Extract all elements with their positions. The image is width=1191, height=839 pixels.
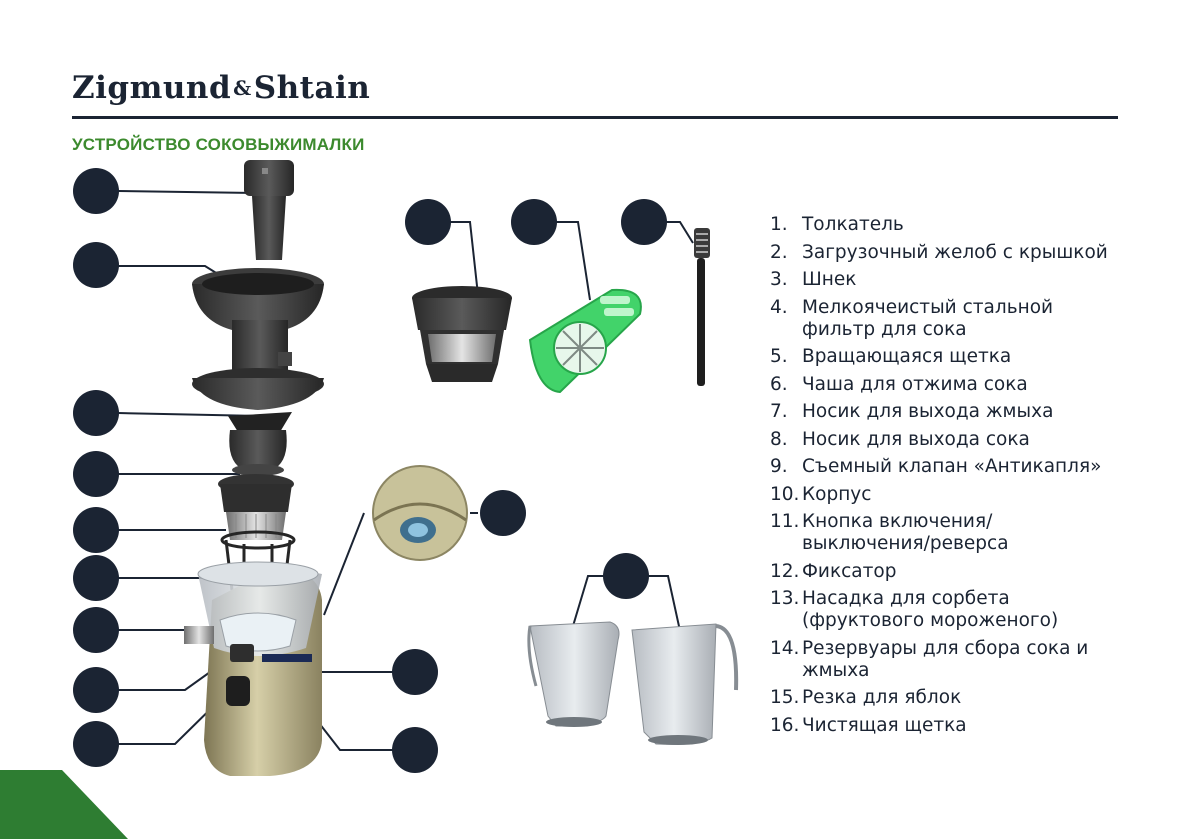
legend-item-text: Съемный клапан «Антикапля» xyxy=(802,456,1102,477)
legend-item-text: Резка для яблок xyxy=(802,687,962,708)
legend-item-number: 4. xyxy=(770,296,788,318)
legend-item-text: Корпус xyxy=(802,483,872,505)
legend-item-number: 1. xyxy=(770,214,788,235)
legend-item: 6. Чаша для отжима сока xyxy=(770,374,1108,396)
apple-cutter-image xyxy=(528,288,642,394)
legend-item: 3. Шнек xyxy=(770,269,1108,291)
legend-item: 11.Кнопка включения/ выключения/реверса xyxy=(770,511,1108,555)
legend-item-text: Шнек xyxy=(802,269,857,290)
brand-name-left: Zigmund xyxy=(72,70,232,106)
parts-legend: 1. Толкатель 2. Загрузочный желоб с крышко… xyxy=(770,214,1108,742)
legend-item-number: 8. xyxy=(770,428,788,450)
legend-item-text: Кнопка включения/ выключения/реверса xyxy=(802,511,1009,554)
legend-item-text: Мелкоячеистый стальной фильтр для сока xyxy=(802,296,1054,340)
feeding-chute-part xyxy=(192,268,324,410)
legend-item-number: 2. xyxy=(770,241,788,263)
legend-item-number: 7. xyxy=(770,401,788,422)
section-title: УСТРОЙСТВО СОКОВЫЖИМАЛКИ xyxy=(72,135,365,154)
legend-item: 15.Резка для яблок xyxy=(770,687,1108,709)
legend-item-number: 5. xyxy=(770,346,788,367)
pusher-part xyxy=(244,160,294,260)
legend-item-number: 6. xyxy=(770,373,788,395)
anti-drip-detail xyxy=(372,465,468,561)
legend-item: 12.Фиксатор xyxy=(770,561,1108,583)
legend-item-number: 10. xyxy=(770,483,800,505)
legend-item-text: Носик для выхода жмыха xyxy=(802,401,1054,422)
legend-item: 4. Мелкоячеистый стальной фильтр для сока xyxy=(770,297,1108,341)
legend-item-number: 13. xyxy=(770,588,800,609)
legend-item-number: 15. xyxy=(770,687,800,708)
cleaning-brush-image xyxy=(694,228,710,386)
legend-item-text: Толкатель xyxy=(802,214,904,235)
legend-item-text: Фиксатор xyxy=(802,560,897,582)
legend-item: 14.Резервуары для сбора сока и жмыха xyxy=(770,638,1108,682)
legend-item: 9. Съемный клапан «Антикапля» xyxy=(770,456,1108,478)
legend-item: 16.Чистящая щетка xyxy=(770,715,1108,737)
legend-item-number: 9. xyxy=(770,456,788,477)
legend-item-number: 14. xyxy=(770,637,800,659)
pulp-container-right xyxy=(631,623,739,745)
brand-logo: Zigmund&Shtain xyxy=(72,70,370,106)
header-divider xyxy=(72,116,1118,119)
legend-item: 8. Носик для выхода сока xyxy=(770,429,1108,451)
auger-part xyxy=(228,412,292,476)
legend-item-text: Загрузочный желоб с крышкой xyxy=(802,241,1108,263)
legend-item-text: Чаша для отжима сока xyxy=(802,373,1028,395)
legend-item: 13.Насадка для сорбета (фруктового морож… xyxy=(770,588,1108,632)
callout-circles xyxy=(73,168,667,773)
legend-item-text: Резервуары для сбора сока и жмыха xyxy=(802,637,1089,681)
juicer-body-part xyxy=(184,561,322,776)
filter-large-image xyxy=(412,286,512,382)
legend-item: 7. Носик для выхода жмыха xyxy=(770,401,1108,423)
legend-item: 2. Загрузочный желоб с крышкой xyxy=(770,242,1108,264)
legend-item-text: Насадка для сорбета (фруктового морожено… xyxy=(802,588,1059,631)
legend-item: 10.Корпус xyxy=(770,484,1108,506)
brand-ampersand: & xyxy=(233,76,252,100)
legend-item-number: 11. xyxy=(770,511,800,532)
legend-item-text: Чистящая щетка xyxy=(802,714,967,736)
juice-container-left xyxy=(527,621,620,727)
legend-item: 5. Вращающаяся щетка xyxy=(770,346,1108,368)
brand-name-right: Shtain xyxy=(253,70,371,106)
legend-item: 1. Толкатель xyxy=(770,214,1108,236)
legend-item-text: Носик для выхода сока xyxy=(802,428,1030,450)
legend-item-number: 3. xyxy=(770,269,788,290)
corner-decoration xyxy=(0,770,128,839)
steel-filter-part xyxy=(218,474,294,540)
legend-item-number: 12. xyxy=(770,560,800,582)
legend-item-number: 16. xyxy=(770,714,800,736)
legend-item-text: Вращающаяся щетка xyxy=(802,346,1012,367)
